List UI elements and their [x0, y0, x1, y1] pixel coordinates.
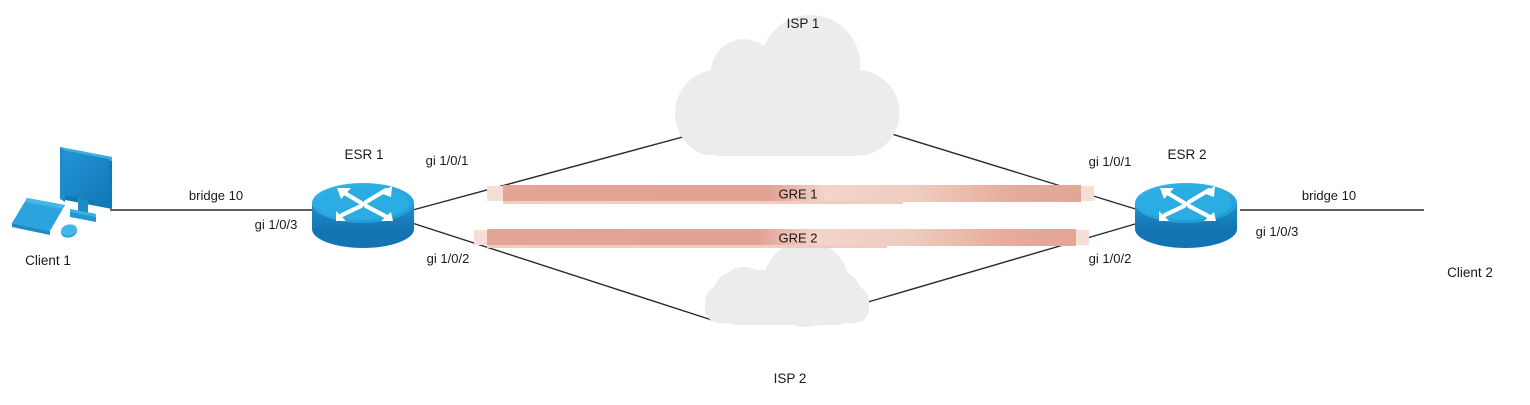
node-label-isp1: ISP 1 [786, 16, 820, 31]
node-label-esr2: ESR 2 [1167, 147, 1207, 162]
isp1-cloud-icon [674, 14, 900, 156]
node-label-isp2: ISP 2 [773, 371, 807, 386]
link-isp1-esr2 [865, 125, 1143, 212]
link-label-client1-interface: gi 1/0/3 [254, 217, 298, 232]
router-icon-esr1 [312, 183, 414, 248]
link-label-client2-bridge: bridge 10 [1301, 188, 1357, 203]
link-label-esr1-gi1: gi 1/0/1 [425, 153, 469, 168]
link-label-esr1-gi2: gi 1/0/2 [426, 251, 470, 266]
link-label-client2-interface: gi 1/0/3 [1255, 224, 1299, 239]
tunnel-label-gre1: GRE 1 [778, 186, 818, 202]
link-label-esr2-gi2: gi 1/0/2 [1088, 251, 1132, 266]
node-label-esr1: ESR 1 [344, 147, 384, 162]
link-isp2-esr2 [867, 221, 1143, 303]
link-label-client1-bridge: bridge 10 [188, 188, 244, 203]
gre-tunnel-1 [487, 185, 1094, 204]
link-lines-group [110, 125, 1424, 323]
link-label-esr2-gi1: gi 1/0/1 [1088, 154, 1132, 169]
node-label-client2: Client 2 [1447, 265, 1493, 280]
node-label-client1: Client 1 [25, 253, 71, 268]
router-icon-esr2 [1135, 183, 1237, 248]
tunnel-label-gre2: GRE 2 [778, 230, 818, 246]
link-esr1-isp1 [408, 127, 717, 212]
link-esr1-isp2 [408, 221, 719, 323]
gre-tunnel-2 [474, 229, 1089, 248]
isp2-cloud-icon [705, 241, 869, 327]
desktop-computer-icon-client1 [12, 147, 112, 238]
